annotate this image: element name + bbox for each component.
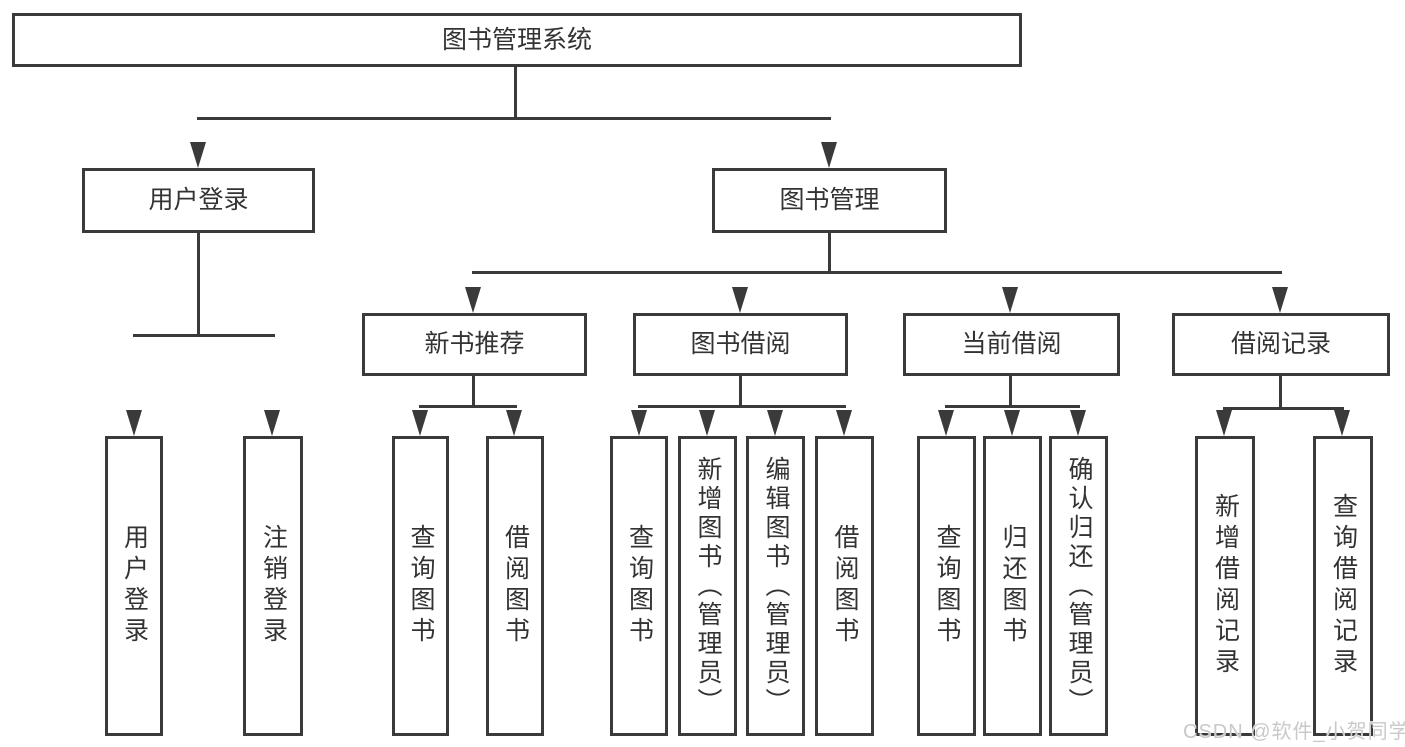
leaf-book-borrow-query-box: 查询图书 (610, 436, 668, 736)
leaf-book-borrow-edit-box: 编辑图书（管理员） (746, 436, 805, 736)
arrow-root-to-user-login-head-icon (190, 142, 206, 168)
connector-borrow-rec-horizontal-line (1223, 407, 1344, 410)
leaf-new-rec-borrow-label: 借阅图书 (501, 524, 530, 648)
leaf-user-login-label: 用户登录 (120, 524, 149, 648)
leaf-borrow-rec-query-label: 查询借阅记录 (1329, 493, 1358, 679)
arrow-root-to-book-mgmt-head-icon (820, 142, 837, 168)
arrow-borrow-rec-to-add-head-icon (1216, 410, 1232, 436)
connector-root-vertical-line (514, 66, 517, 120)
node-user-login-label: 用户登录 (148, 186, 249, 214)
node-borrow-rec-box: 借阅记录 (1172, 313, 1390, 376)
leaf-book-borrow-query-label: 查询图书 (625, 524, 654, 648)
arrow-book-mgmt-to-cur-borrow-head-icon (1001, 287, 1018, 313)
connector-user-login-vertical-line (197, 231, 200, 337)
arrow-book-mgmt-to-borrow-rec-head-icon (1271, 287, 1288, 313)
node-borrow-rec-label: 借阅记录 (1230, 330, 1331, 358)
leaf-logout-label: 注销登录 (259, 524, 288, 648)
leaf-book-borrow-add-box: 新增图书（管理员） (678, 436, 737, 736)
leaf-borrow-rec-add-label: 新增借阅记录 (1211, 493, 1240, 679)
connector-new-rec-vertical-line (471, 374, 475, 408)
arrow-book-borrow-to-add-head-icon (698, 410, 715, 436)
watermark-text: CSDN @软件_小贺同学 (1183, 721, 1405, 743)
leaf-cur-borrow-return-label: 归还图书 (999, 524, 1027, 648)
leaf-book-borrow-add-label: 新增图书（管理员） (694, 455, 722, 717)
leaf-new-rec-borrow-box: 借阅图书 (486, 436, 544, 736)
connector-book-borrow-vertical-line (738, 374, 742, 408)
node-new-rec-box: 新书推荐 (362, 313, 587, 376)
arrow-book-borrow-to-edit-head-icon (766, 410, 783, 436)
leaf-book-borrow-borrow-box: 借阅图书 (815, 436, 874, 736)
arrow-cur-borrow-to-query-head-icon (937, 410, 954, 436)
node-root-box: 图书管理系统 (12, 13, 1022, 67)
connector-borrow-rec-vertical-line (1278, 374, 1282, 410)
node-new-rec-label: 新书推荐 (424, 330, 525, 358)
arrow-book-mgmt-to-new-rec-head-icon (464, 287, 481, 313)
leaf-new-rec-query-box: 查询图书 (392, 436, 449, 736)
node-book-borrow-box: 图书借阅 (633, 313, 848, 376)
leaf-logout-box: 注销登录 (243, 436, 303, 736)
node-cur-borrow-label: 当前借阅 (961, 330, 1062, 358)
connector-new-rec-horizontal-line (418, 405, 517, 408)
connector-root-horizontal-line (197, 117, 831, 120)
leaf-cur-borrow-query-label: 查询图书 (933, 524, 961, 648)
connector-user-login-horizontal-line (132, 334, 275, 337)
connector-book-mgmt-vertical-line (827, 231, 831, 274)
node-root-label: 图书管理系统 (441, 25, 592, 54)
arrow-new-rec-to-borrow-head-icon (506, 410, 522, 436)
arrow-book-borrow-to-query-head-icon (630, 410, 647, 436)
arrow-user-login-to-login-head-icon (125, 410, 142, 436)
leaf-book-borrow-borrow-label: 借阅图书 (831, 524, 859, 648)
connector-book-mgmt-horizontal-line (471, 271, 1282, 274)
arrow-borrow-rec-to-query-head-icon (1334, 410, 1350, 436)
leaf-borrow-rec-query-box: 查询借阅记录 (1313, 436, 1373, 736)
leaf-book-borrow-edit-label: 编辑图书（管理员） (762, 455, 790, 717)
node-user-login-box: 用户登录 (82, 168, 315, 233)
leaf-user-login-box: 用户登录 (105, 436, 163, 736)
arrow-user-login-to-logout-head-icon (264, 410, 280, 436)
connector-cur-borrow-horizontal-line (944, 405, 1080, 408)
leaf-cur-borrow-confirm-box: 确认归还（管理员） (1049, 436, 1108, 736)
arrow-book-borrow-to-borrow-head-icon (835, 410, 852, 436)
node-cur-borrow-box: 当前借阅 (903, 313, 1120, 376)
leaf-borrow-rec-add-box: 新增借阅记录 (1195, 436, 1255, 736)
leaf-cur-borrow-confirm-label: 确认归还（管理员） (1065, 455, 1093, 717)
node-book-borrow-label: 图书借阅 (690, 330, 791, 358)
node-book-mgmt-label: 图书管理 (779, 186, 880, 214)
arrow-book-mgmt-to-book-borrow-head-icon (731, 287, 748, 313)
node-book-mgmt-box: 图书管理 (712, 168, 947, 233)
connector-book-borrow-horizontal-line (637, 405, 846, 408)
leaf-new-rec-query-label: 查询图书 (407, 524, 435, 648)
arrow-cur-borrow-to-return-head-icon (1003, 410, 1020, 436)
arrow-new-rec-to-query-head-icon (411, 410, 428, 436)
arrow-cur-borrow-to-confirm-head-icon (1069, 410, 1086, 436)
connector-cur-borrow-vertical-line (1008, 374, 1012, 408)
leaf-cur-borrow-return-box: 归还图书 (983, 436, 1042, 736)
leaf-cur-borrow-query-box: 查询图书 (917, 436, 976, 736)
